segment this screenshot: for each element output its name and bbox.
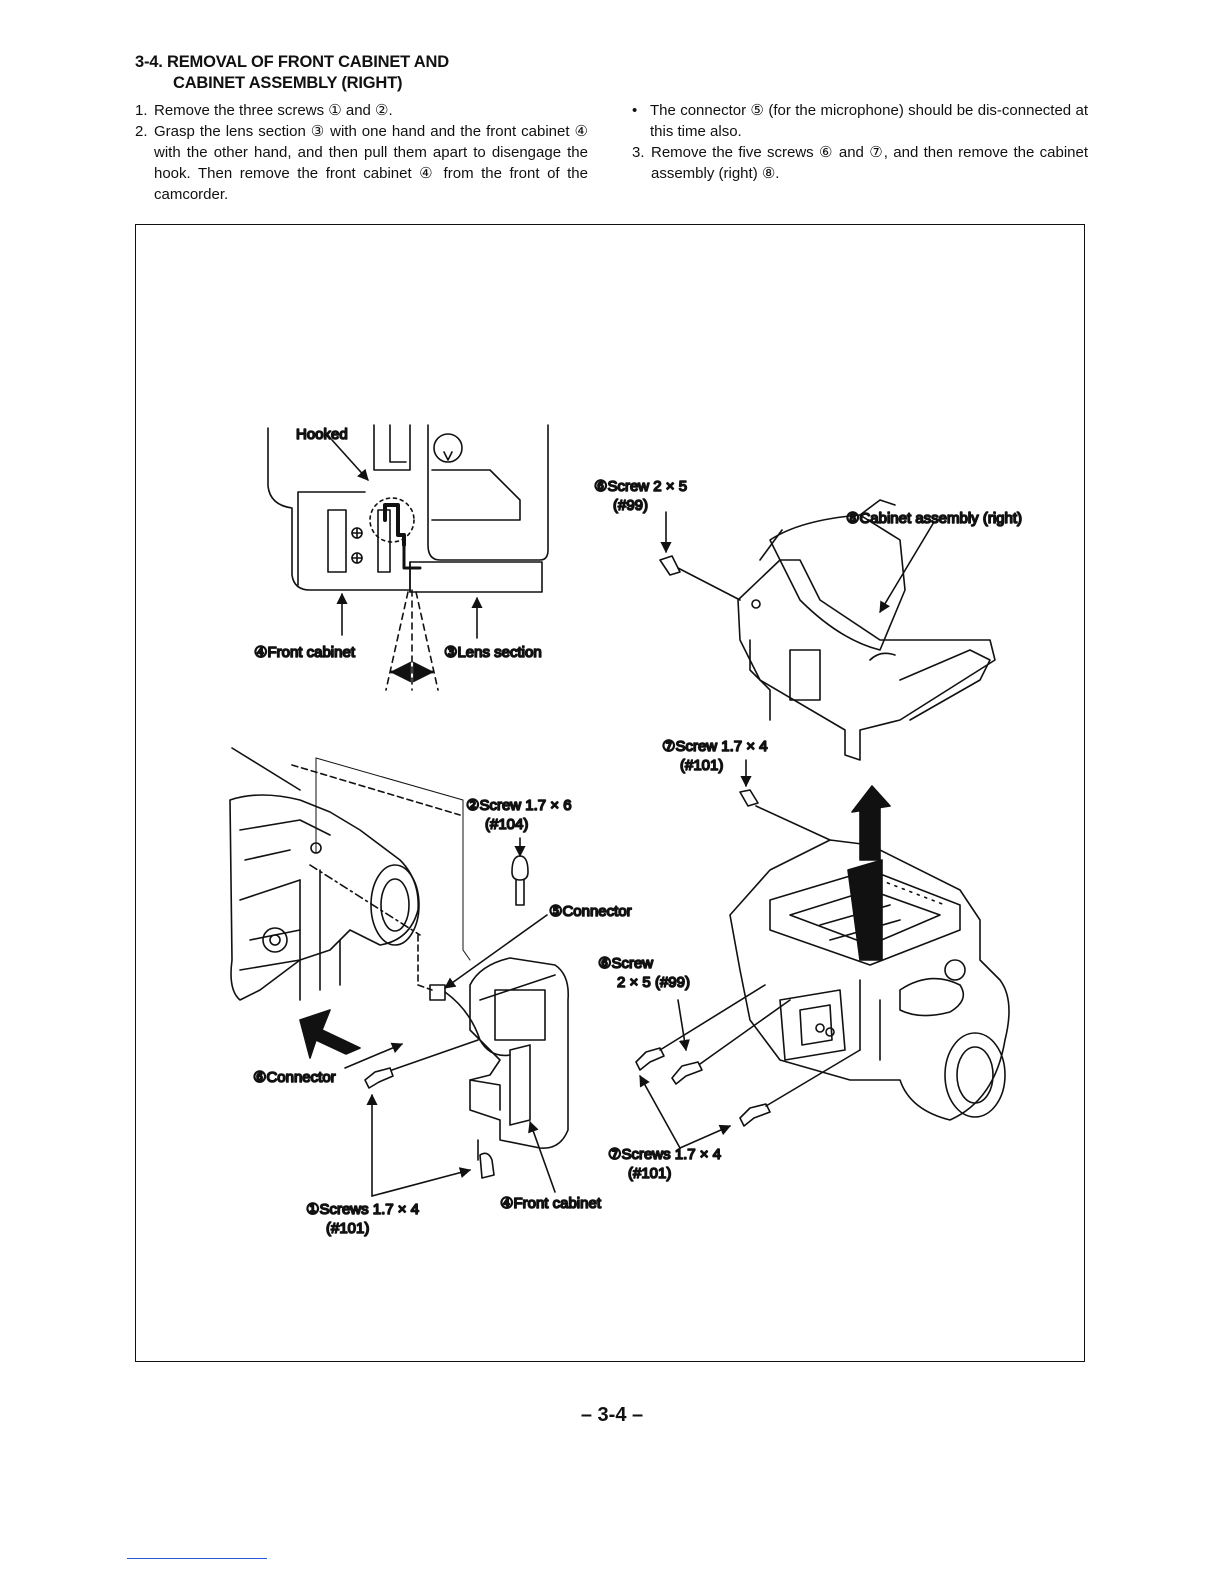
step-number: 2. <box>135 123 148 140</box>
label-screw6-mid-part: 2 × 5 (#99) <box>617 974 690 991</box>
step-note-connector: • The connector ⑤ (for the microphone) s… <box>632 100 1088 142</box>
label-front-cabinet-bottom: ④Front cabinet <box>500 1195 602 1212</box>
cabinet-assembly-drawing <box>659 499 996 761</box>
label-screw7-top-part: (#101) <box>680 757 723 774</box>
section-title-line1: 3-4. REMOVAL OF FRONT CABINET AND <box>135 53 449 71</box>
camcorder-body-right-drawing <box>729 759 1010 1121</box>
step-number: 3. <box>632 144 645 161</box>
label-connector5: ⑤Connector <box>549 903 632 920</box>
label-front-cabinet-top: ④Front cabinet <box>254 644 356 661</box>
camcorder-body-left-drawing <box>229 747 471 1059</box>
step-3: 3. Remove the five screws ⑥ and ⑦, and t… <box>632 142 1088 184</box>
label-screws1: ①Screws 1.7 × 4 <box>306 1201 419 1218</box>
label-screw6-top-part: (#99) <box>613 497 648 514</box>
hook-detail-drawing <box>267 424 549 691</box>
label-screw2-part: (#104) <box>485 816 528 833</box>
label-screw6-top: ⑥Screw 2 × 5 <box>594 478 687 495</box>
front-cabinet-drawing <box>429 837 570 1179</box>
label-screws7-bottom-part: (#101) <box>628 1165 671 1182</box>
instructions-right: • The connector ⑤ (for the microphone) s… <box>632 100 1088 184</box>
label-connector6: ⑥Connector <box>253 1069 336 1086</box>
step-1: 1. Remove the three screws ① and ②. <box>135 100 588 121</box>
screw-callouts-drawing <box>344 984 861 1197</box>
label-screws1-part: (#101) <box>326 1220 369 1237</box>
label-lens-section: ③Lens section <box>444 644 542 661</box>
label-screw2: ②Screw 1.7 × 6 <box>466 797 572 814</box>
label-hooked: Hooked <box>296 426 348 443</box>
step-number: 1. <box>135 102 148 119</box>
step-2: 2. Grasp the lens section ③ with one han… <box>135 121 588 205</box>
label-cabinet-assembly: ⑧Cabinet assembly (right) <box>846 510 1022 527</box>
instructions-left: 1. Remove the three screws ① and ②. 2. G… <box>135 100 588 205</box>
scan-artifact-line <box>127 1558 267 1559</box>
label-screw6-mid: ⑥Screw <box>598 955 653 972</box>
step-text: Remove the five screws ⑥ and ⑦, and then… <box>651 144 1088 182</box>
step-text: The connector ⑤ (for the microphone) sho… <box>650 102 1088 140</box>
label-screw7-top: ⑦Screw 1.7 × 4 <box>662 738 768 755</box>
page-number: – 3-4 – <box>580 1404 644 1426</box>
label-screws7-bottom: ⑦Screws 1.7 × 4 <box>608 1146 721 1163</box>
section-title-line2: CABINET ASSEMBLY (RIGHT) <box>173 74 403 92</box>
step-text: Grasp the lens section ③ with one hand a… <box>154 123 588 203</box>
section-title: 3-4. REMOVAL OF FRONT CABINET AND CABINE… <box>135 52 449 94</box>
figure-frame <box>135 224 1085 1362</box>
step-text: Remove the three screws ① and ②. <box>154 102 393 119</box>
bullet-mark: • <box>632 102 638 119</box>
